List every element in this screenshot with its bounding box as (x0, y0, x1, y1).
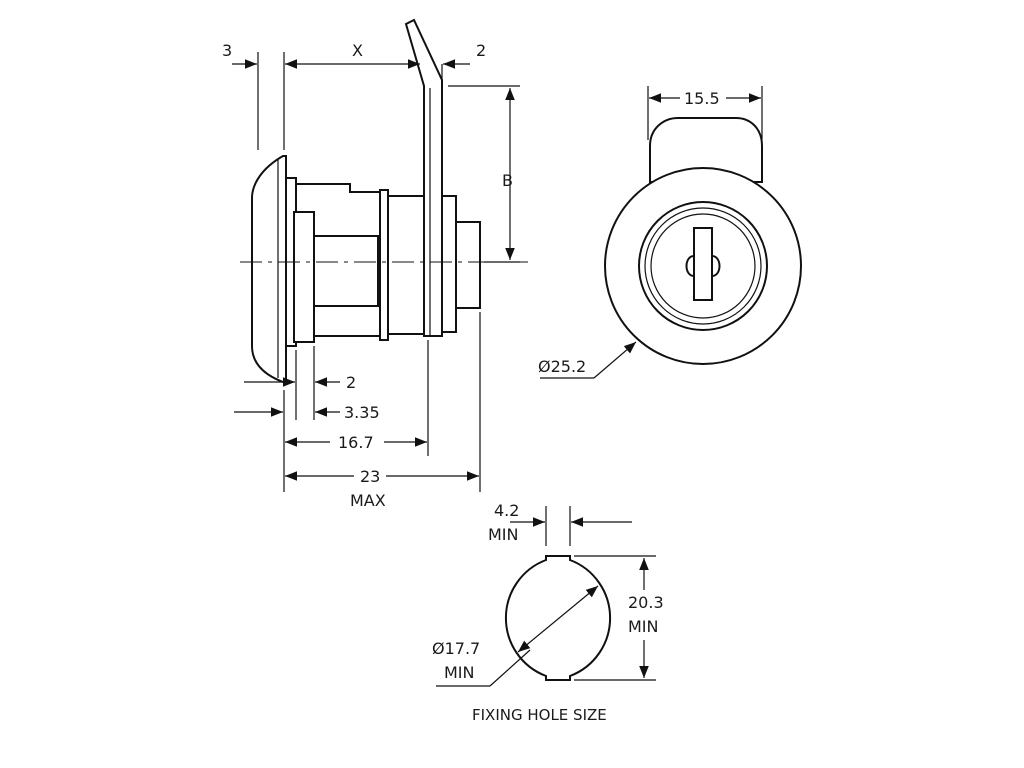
side-view: 3 X 2 B 2 3.35 16.7 23 MAX (222, 18, 528, 510)
lock-collar (379, 189, 389, 341)
fixing-hole-outline (504, 555, 612, 681)
fixing-hole-view: Ø17.7 MIN 4.2 MIN 20.3 MIN FIXING HOLE S… (432, 501, 668, 724)
dim-hole-diameter: Ø17.7 (432, 639, 480, 658)
dim-cam-gap: 2 (346, 373, 356, 392)
dim-flat-width: 15.5 (684, 89, 720, 108)
dim-notch-width-note: MIN (488, 525, 519, 544)
dim-lever-height: B (502, 171, 513, 190)
dim-cam-depth: 3.35 (344, 403, 380, 422)
dim-across-flats-note: MIN (628, 617, 659, 636)
dim-hole-diameter-note: MIN (444, 663, 475, 682)
dim-notch-width: 4.2 (494, 501, 519, 520)
fixing-hole-caption: FIXING HOLE SIZE (472, 706, 607, 724)
lock-barrel (293, 211, 315, 343)
dim-face-diameter: Ø25.2 (538, 357, 586, 376)
front-view: 15.5 Ø25.2 (538, 86, 802, 379)
dim-front-thickness: 3 (222, 41, 232, 60)
lock-thread (387, 195, 425, 335)
lock-face-ring (638, 201, 768, 331)
keyway-icon (693, 227, 713, 301)
dim-body-length: 16.7 (338, 433, 374, 452)
dim-overall-length: 23 (360, 467, 380, 486)
dim-overall-length-note: MAX (350, 491, 386, 510)
dim-lever-thickness: 2 (476, 41, 486, 60)
lock-face-flange (251, 155, 287, 383)
lock-tail (455, 221, 481, 309)
dim-lever-offset: X (352, 41, 363, 60)
lock-nut (441, 195, 457, 333)
cam-lever (404, 18, 443, 337)
dim-across-flats: 20.3 (628, 593, 664, 612)
